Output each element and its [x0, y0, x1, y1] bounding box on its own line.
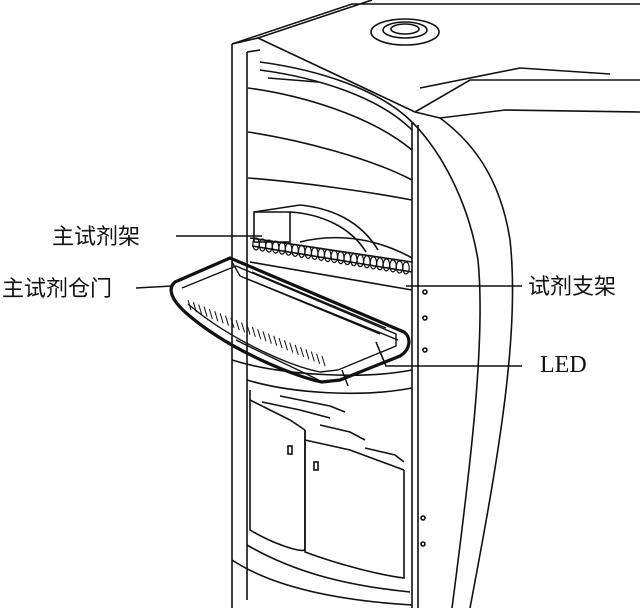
- door-slot: [284, 340, 288, 351]
- door-slot: [235, 320, 240, 331]
- leader-led: [375, 341, 522, 367]
- reagent-tube-cap: [297, 244, 306, 258]
- label-reagent-holder: 试剂支架: [528, 275, 616, 300]
- instrument-body: [231, 0, 640, 608]
- door-slot: [241, 322, 246, 333]
- reagent-tube-cap: [304, 245, 313, 259]
- door-slot: [300, 346, 305, 358]
- door-slot: [257, 328, 262, 340]
- door-slot: [305, 349, 310, 360]
- label-main-reagent-door: 主试剂仓门: [2, 277, 112, 302]
- door-slot: [203, 306, 208, 317]
- door-slot: [289, 342, 294, 353]
- door-slot: [316, 353, 321, 364]
- door-slot: [246, 324, 251, 335]
- reagent-tube-cap: [376, 257, 384, 271]
- door-slot: [273, 335, 278, 346]
- door-slot: [219, 313, 224, 324]
- door-slot: [267, 333, 272, 344]
- door-slot: [230, 317, 235, 329]
- door-slot: [251, 326, 256, 338]
- reagent-tubes: [252, 237, 410, 275]
- door-slot: [208, 308, 213, 320]
- label-main-reagent-rack: 主试剂架: [52, 225, 140, 250]
- reagent-tube-cap: [317, 247, 326, 261]
- door-slot: [321, 355, 326, 367]
- door-slot: [187, 299, 192, 311]
- reagent-tube-cap: [349, 253, 358, 267]
- reagent-tube-cap: [356, 254, 365, 268]
- reagent-tube-cap: [369, 256, 378, 270]
- reagent-tube-cap: [258, 238, 267, 252]
- reagent-tube-cap: [278, 241, 286, 255]
- reagent-door-slots: [187, 299, 326, 367]
- reagent-tube-cap: [284, 242, 293, 256]
- door-slot: [198, 304, 203, 315]
- reagent-door-tray: [169, 256, 411, 387]
- door-slot: [214, 311, 219, 322]
- door-slot: [192, 302, 197, 313]
- reagent-tube-cap: [323, 248, 332, 263]
- reagent-tube-cap: [402, 261, 410, 275]
- reagent-tube-cap: [343, 252, 352, 266]
- reagent-tube-cap: [310, 246, 319, 260]
- door-slot: [278, 337, 283, 349]
- door-slot: [294, 344, 299, 355]
- reagent-tube-cap: [336, 251, 345, 265]
- reagent-tube-cap: [363, 255, 371, 269]
- reagent-tube-cap: [271, 240, 280, 254]
- leader-main-reagent-door: [135, 285, 173, 289]
- reagent-tube-cap: [389, 259, 397, 273]
- reagent-tube-cap: [252, 237, 260, 251]
- reagent-tube-cap: [330, 249, 339, 264]
- reagent-tube-cap: [291, 243, 299, 257]
- reagent-tube-cap: [382, 258, 391, 272]
- leader-lines: [135, 235, 522, 367]
- label-led: LED: [540, 352, 587, 378]
- door-slot: [310, 351, 315, 362]
- door-slot: [262, 331, 267, 342]
- door-slot: [225, 315, 229, 326]
- reagent-tube-cap: [395, 260, 404, 274]
